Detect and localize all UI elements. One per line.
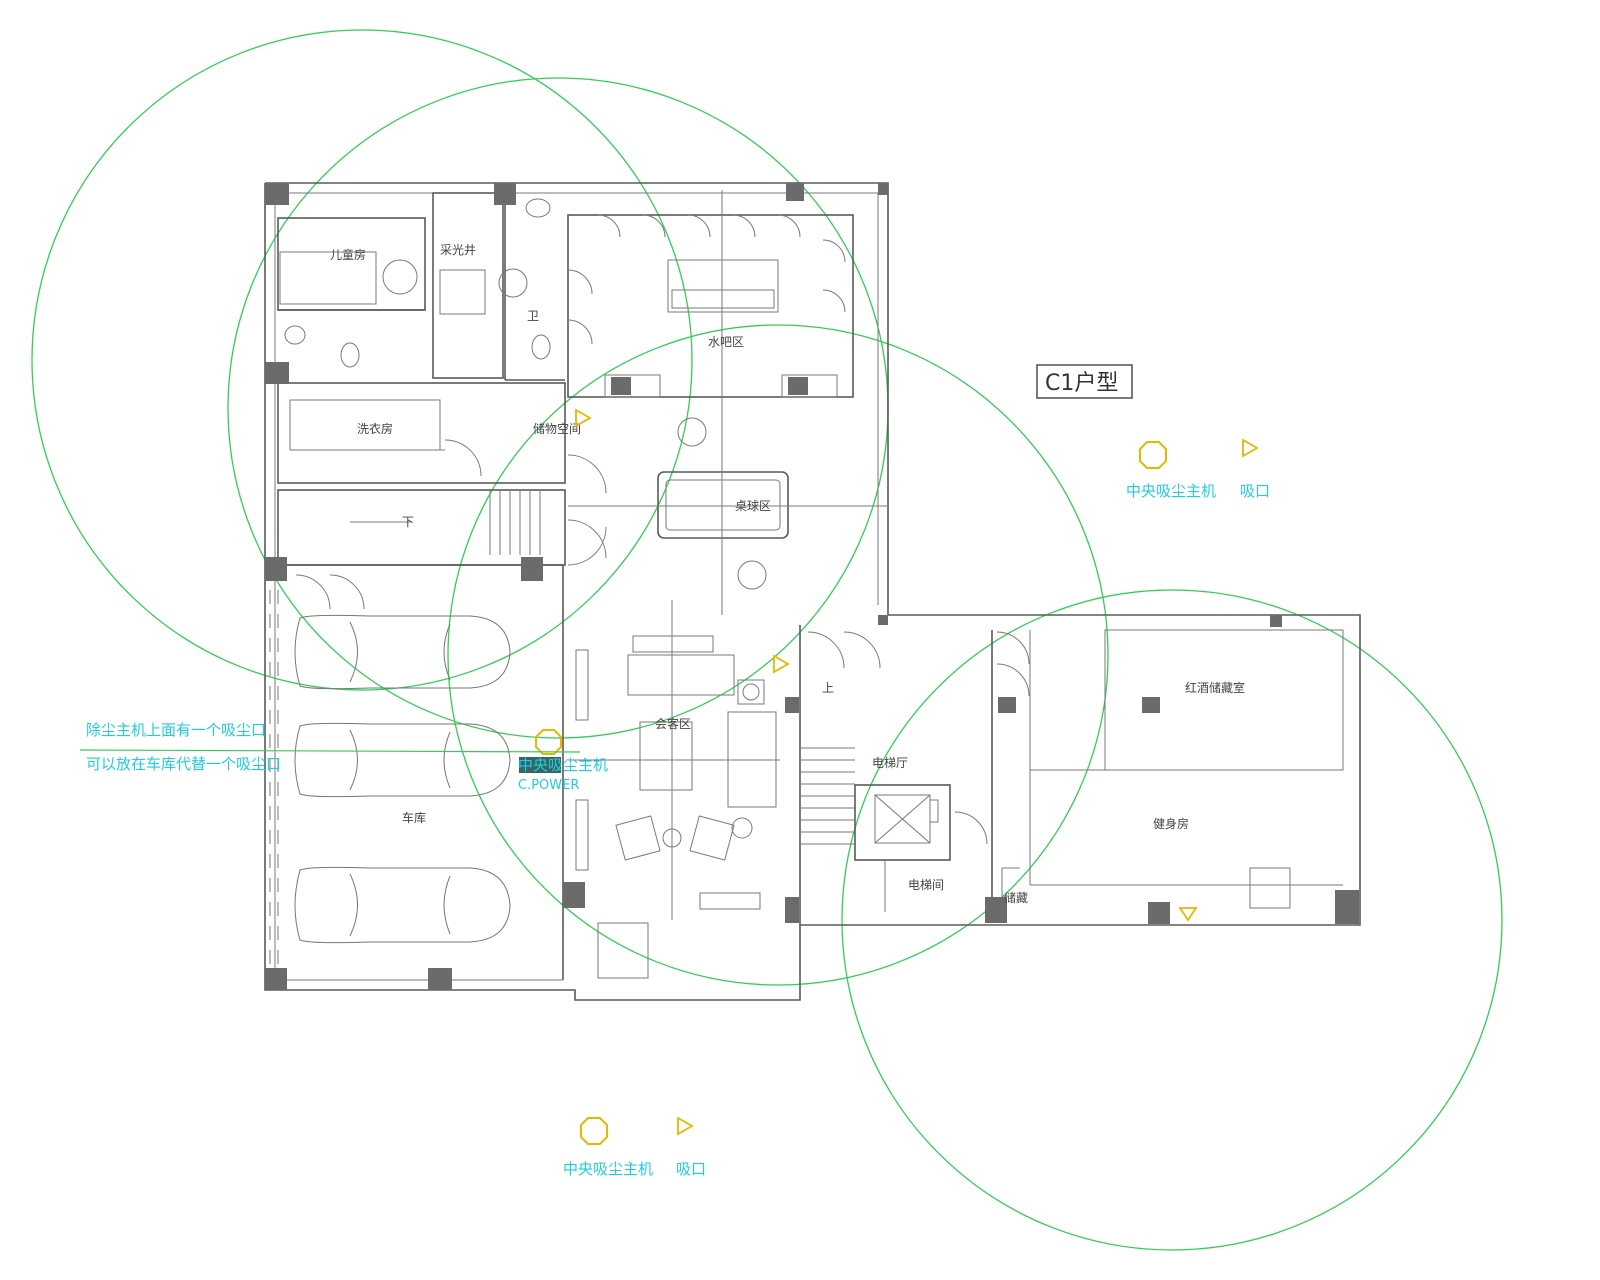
room-label-storage: 储物空间 xyxy=(533,421,581,436)
room-label-light-well: 采光井 xyxy=(440,243,476,257)
legend-bottom-inlet-label: 吸口 xyxy=(676,1160,706,1178)
note-line-2: 可以放在车库代替一个吸尘口 xyxy=(86,755,281,773)
room-label-elevator-hall: 电梯厅 xyxy=(872,756,908,770)
legend-top-host-label: 中央吸尘主机 xyxy=(1126,482,1216,500)
inlet-symbols xyxy=(575,408,1198,922)
inlet-icon xyxy=(1178,907,1198,922)
legend-bottom-host-label: 中央吸尘主机 xyxy=(563,1160,653,1178)
room-label-lounge: 会客区 xyxy=(655,716,691,731)
legend-top-inlet-label: 吸口 xyxy=(1240,482,1270,500)
legend-top: 中央吸尘主机 吸口 xyxy=(1126,438,1270,500)
annotation-leader xyxy=(79,749,581,753)
inlet-icon xyxy=(575,408,592,428)
room-label-garage: 车库 xyxy=(402,810,426,825)
room-label-gym: 健身房 xyxy=(1153,816,1189,831)
room-label-laundry: 洗衣房 xyxy=(357,421,393,436)
room-label-stair-down: 下 xyxy=(402,515,414,529)
inlet-icon xyxy=(1242,438,1259,458)
room-label-wine: 红酒储藏室 xyxy=(1185,680,1245,695)
vacuum-host-icon xyxy=(535,729,562,755)
vacuum-host-icon xyxy=(1139,441,1167,469)
vacuum-host-marker xyxy=(519,757,561,773)
room-label-up: 上 xyxy=(822,681,834,695)
coverage-circle xyxy=(447,324,1109,986)
power-label: C.POWER xyxy=(518,778,579,793)
car xyxy=(294,614,511,690)
room-label-billiards: 桌球区 xyxy=(735,499,771,513)
room-labels: 儿童房 采光井 卫 水吧区 洗衣房 储物空间 桌球区 下 车库 会客区 电梯厅 … xyxy=(330,243,1245,905)
room-label-elevator-room: 电梯间 xyxy=(908,878,944,892)
coverage-circle xyxy=(227,77,889,739)
room-label-bathroom: 卫 xyxy=(527,309,539,323)
garage-cars xyxy=(294,614,511,944)
walls xyxy=(264,182,1361,1001)
coverage-circles xyxy=(31,29,1503,1251)
vacuum-host-icon xyxy=(580,1117,608,1145)
room-label-storage-small: 储藏 xyxy=(1004,890,1028,905)
legend-bottom: 中央吸尘主机 吸口 xyxy=(563,1116,706,1178)
plan-title: C1户型 xyxy=(1045,371,1118,396)
plan-title-box: C1户型 xyxy=(1036,364,1133,399)
coverage-circle xyxy=(841,589,1503,1251)
car xyxy=(294,722,511,798)
coverage-circle xyxy=(31,29,693,691)
room-label-guest: 儿童房 xyxy=(330,247,366,262)
inlet-icon xyxy=(677,1116,694,1136)
inlet-icon xyxy=(773,654,790,674)
note-line-1: 除尘主机上面有一个吸尘口 xyxy=(86,721,266,739)
columns xyxy=(265,183,1359,990)
host-label: 中央吸尘主机 xyxy=(518,756,608,774)
room-label-bar: 水吧区 xyxy=(708,335,744,349)
car xyxy=(294,866,511,944)
